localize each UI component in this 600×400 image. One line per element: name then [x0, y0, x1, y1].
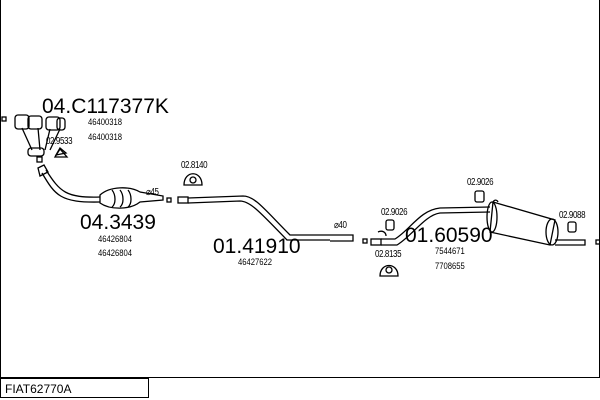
mount-code: 02.8140: [181, 160, 208, 171]
oem-number: 46427622: [238, 257, 273, 267]
hanger-02-9026-b: [474, 190, 485, 203]
mount-code: 02.9026: [381, 207, 408, 218]
mount-code: 02.9533: [46, 136, 73, 147]
mount-code: 02.9088: [559, 210, 586, 221]
hanger-02-8140: [183, 173, 203, 186]
mount-code: 02.9026: [467, 177, 494, 188]
part-code: 01.41910: [213, 235, 301, 258]
part-code: 04.C117377K: [42, 95, 169, 118]
part-code: 01.60590: [405, 224, 493, 247]
hanger-02-9533: [53, 147, 69, 158]
diameter-label: ⌀40: [334, 220, 347, 231]
oem-number: 46426804: [98, 234, 133, 244]
oem-number: 46400318: [88, 117, 123, 127]
middle-pipe: [177, 195, 354, 242]
oem-number: 46426804: [98, 248, 133, 258]
catalytic-converter: [37, 164, 164, 209]
part-code: 04.3439: [80, 211, 156, 234]
diameter-label: ⌀45: [146, 187, 159, 198]
oem-number: 46400318: [88, 132, 123, 142]
connector: [36, 156, 43, 163]
diagram-title: FIAT62770A: [0, 378, 149, 398]
hanger-02-8135: [379, 264, 399, 277]
hanger-02-9026-a: [385, 219, 395, 231]
mount-code: 02.8135: [375, 249, 402, 260]
oem-number: 7544671: [435, 246, 465, 256]
oem-number: 7708655: [435, 261, 465, 271]
rear-muffler: [370, 199, 586, 246]
hanger-02-9088: [567, 221, 577, 233]
